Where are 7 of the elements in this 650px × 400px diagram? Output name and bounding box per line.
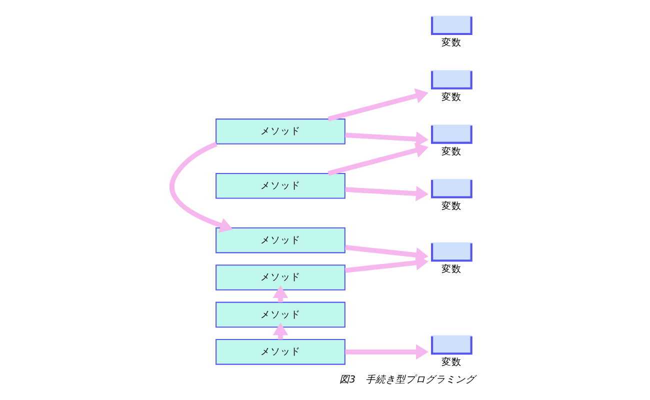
node-label: 変数 [441,37,462,48]
caption: 図3 手続き型プログラミング [338,374,476,386]
node-label: 変数 [441,264,462,276]
node-label: 変数 [441,200,462,212]
node-label: 変数 [441,146,462,158]
node-label: 変数 [441,92,462,103]
node-label: 変数 [441,357,462,368]
